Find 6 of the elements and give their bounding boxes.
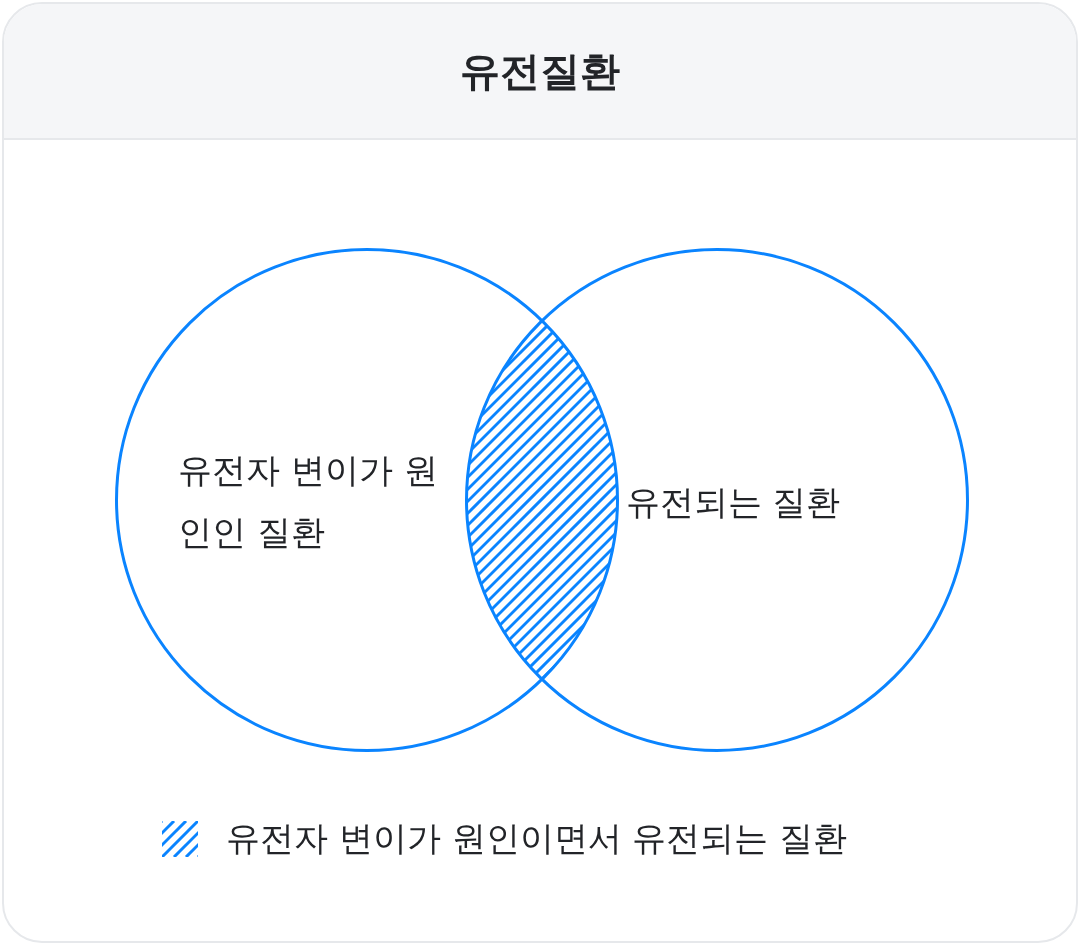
diagram-title: 유전질환	[460, 46, 620, 96]
circle-label: 유전되는 질환	[624, 481, 842, 524]
venn-circle	[465, 248, 969, 752]
venn-circle	[115, 248, 619, 752]
circle-label: 유전자 변이가 원인인 질환	[178, 449, 438, 554]
legend-text: 유전자 변이가 원인이면서 유전되는 질환	[226, 817, 848, 860]
